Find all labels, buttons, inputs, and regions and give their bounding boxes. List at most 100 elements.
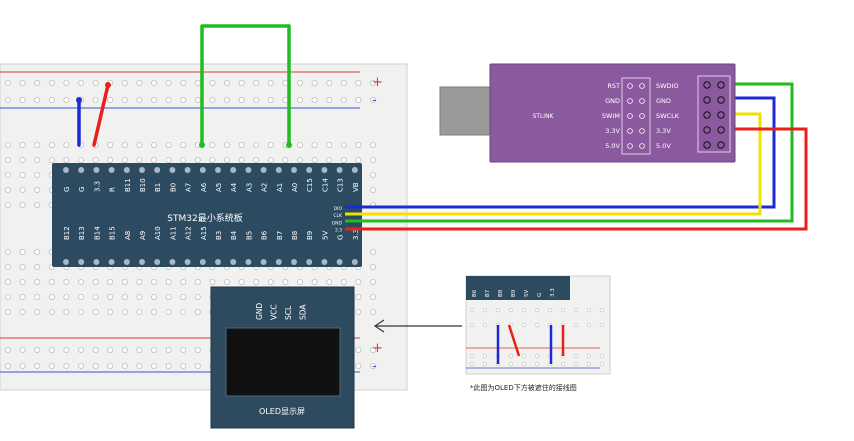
board-pin — [78, 259, 85, 265]
breadboard-hole — [150, 278, 157, 285]
board-pin-label: 3.3 — [93, 181, 101, 192]
breadboard-hole — [121, 278, 128, 285]
stlink-right-label: 5.0V — [656, 142, 671, 150]
breadboard-hole — [107, 156, 114, 163]
inset-pin-label: B6 — [472, 289, 478, 297]
breadboard-hole — [194, 97, 201, 104]
inset-hole — [508, 307, 514, 313]
breadboard-hole — [34, 80, 41, 87]
breadboard-hole — [340, 141, 347, 148]
board-pin — [63, 167, 69, 173]
breadboard-hole — [165, 278, 172, 285]
breadboard-hole — [194, 293, 201, 300]
board-pin — [123, 259, 130, 265]
breadboard-hole — [209, 80, 216, 87]
wire-green-a6-a0 — [200, 24, 291, 145]
breadboard-hole — [209, 97, 216, 104]
breadboard-hole — [78, 293, 85, 300]
breadboard-hole — [48, 293, 55, 300]
board-pin — [336, 259, 343, 265]
breadboard-hole — [5, 80, 11, 87]
breadboard-hole — [48, 97, 55, 104]
inset-pin-label: B9 — [511, 289, 517, 297]
breadboard-hole — [63, 80, 70, 87]
breadboard-hole — [238, 80, 245, 87]
breadboard-hole — [19, 346, 26, 353]
breadboard-hole — [136, 346, 143, 353]
breadboard-hole — [136, 362, 143, 369]
board-pin-label: C13 — [337, 178, 345, 192]
breadboard-hole — [121, 156, 128, 163]
board-pin-label: B0 — [169, 183, 177, 192]
breadboard-hole — [5, 171, 11, 178]
breadboard-hole — [150, 80, 157, 87]
inset-hole — [482, 322, 488, 328]
breadboard-hole — [107, 293, 114, 300]
board-pin-label: B13 — [78, 226, 86, 240]
breadboard-hole — [282, 278, 289, 285]
board-pin-label: 3.3 — [352, 229, 360, 240]
inset-hole — [560, 307, 566, 313]
breadboard-hole — [209, 156, 216, 163]
breadboard-hole — [136, 141, 143, 148]
breadboard-hole — [296, 141, 303, 148]
breadboard-hole — [5, 278, 11, 285]
stlink-left-label: SWIM — [602, 112, 620, 120]
inset-hole — [560, 361, 566, 367]
breadboard-hole — [34, 362, 41, 369]
wire-red-3v3 — [345, 127, 808, 231]
board-pin-label: B10 — [139, 178, 147, 192]
board-pin — [139, 167, 145, 173]
breadboard-hole — [238, 97, 245, 104]
breadboard-hole — [326, 141, 333, 148]
board-pin — [139, 259, 145, 265]
breadboard-hole — [223, 141, 230, 148]
breadboard-hole — [267, 156, 274, 163]
breadboard-hole — [5, 97, 11, 104]
breadboard-hole — [5, 248, 11, 255]
breadboard-hole — [5, 362, 11, 369]
breadboard-hole — [311, 278, 318, 285]
breadboard-hole — [78, 346, 85, 353]
breadboard-hole — [165, 80, 172, 87]
usb-plug — [439, 86, 493, 136]
breadboard-hole — [282, 156, 289, 163]
breadboard-hole — [340, 156, 347, 163]
board-pin — [199, 259, 206, 265]
breadboard-hole — [48, 346, 55, 353]
breadboard-hole — [340, 278, 347, 285]
board-pin-label: B14 — [93, 226, 101, 240]
board-pin — [291, 167, 297, 173]
breadboard-hole — [92, 278, 99, 285]
inset-hole — [586, 307, 592, 313]
stlink-left-label: 3.3V — [605, 127, 620, 135]
board-pin-label: B3 — [215, 231, 223, 240]
breadboard-hole — [180, 308, 187, 315]
breadboard-hole — [369, 308, 376, 315]
board-pin — [351, 259, 358, 265]
breadboard-hole — [296, 80, 303, 87]
board-pin-label: A6 — [200, 182, 208, 192]
jumper-red-3v3 — [92, 83, 110, 147]
breadboard-hole — [180, 293, 187, 300]
swd-pin-label: 3.3 — [335, 228, 342, 234]
breadboard-hole — [180, 156, 187, 163]
board-pin-label: B12 — [63, 226, 71, 240]
inset-hole — [508, 361, 514, 367]
inset-hole — [482, 361, 488, 367]
board-pin — [275, 167, 282, 173]
board-pin — [245, 259, 252, 265]
breadboard-hole — [369, 362, 376, 369]
breadboard-hole — [253, 97, 260, 104]
breadboard-hole — [107, 346, 114, 353]
breadboard-hole — [253, 156, 260, 163]
breadboard-hole — [369, 186, 376, 193]
inset-hole — [534, 361, 540, 367]
breadboard-hole — [326, 278, 333, 285]
